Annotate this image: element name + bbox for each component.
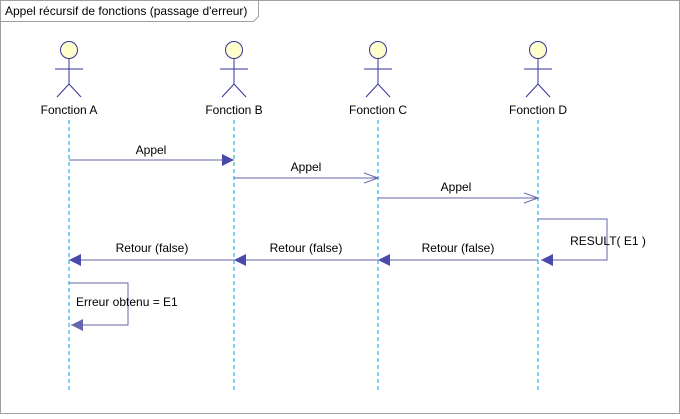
message-label: Appel: [291, 160, 322, 174]
actor-label: Fonction D: [509, 103, 567, 117]
message-label: RESULT( E1 ): [570, 234, 646, 248]
diagram-title: Appel récursif de fonctions (passage d'e…: [5, 4, 247, 18]
message-self-result-d: RESULT( E1 ): [538, 218, 646, 266]
actor-fonction-a: Fonction A: [41, 41, 98, 390]
message-label: Appel: [136, 143, 167, 157]
message-call-a-to-b: Appel: [69, 143, 234, 166]
message-self-error-a: Erreur obtenu = E1: [69, 282, 178, 331]
message-call-b-to-c: Appel: [234, 160, 378, 178]
stick-figure-icon: [524, 41, 552, 98]
message-return-d-to-c: Retour (false): [378, 241, 538, 266]
message-label: Erreur obtenu = E1: [76, 295, 178, 309]
title-tab: [0, 0, 259, 22]
stick-figure-icon: [364, 41, 392, 98]
message-label: Retour (false): [422, 241, 495, 255]
message-return-b-to-a: Retour (false): [69, 241, 234, 266]
message-label: Appel: [441, 180, 472, 194]
actor-label: Fonction A: [41, 103, 98, 117]
stick-figure-icon: [220, 41, 248, 98]
message-return-c-to-b: Retour (false): [234, 241, 378, 266]
message-label: Retour (false): [116, 241, 189, 255]
message-label: Retour (false): [270, 241, 343, 255]
message-arrow: [538, 218, 608, 266]
actor-fonction-d: Fonction D: [509, 41, 567, 390]
stick-figure-icon: [55, 41, 83, 98]
message-call-c-to-d: Appel: [378, 180, 538, 198]
actor-fonction-c: Fonction C: [349, 41, 407, 390]
message-arrow: [69, 282, 129, 331]
actor-label: Fonction C: [349, 103, 407, 117]
actor-fonction-b: Fonction B: [205, 41, 263, 390]
actor-label: Fonction B: [205, 103, 262, 117]
